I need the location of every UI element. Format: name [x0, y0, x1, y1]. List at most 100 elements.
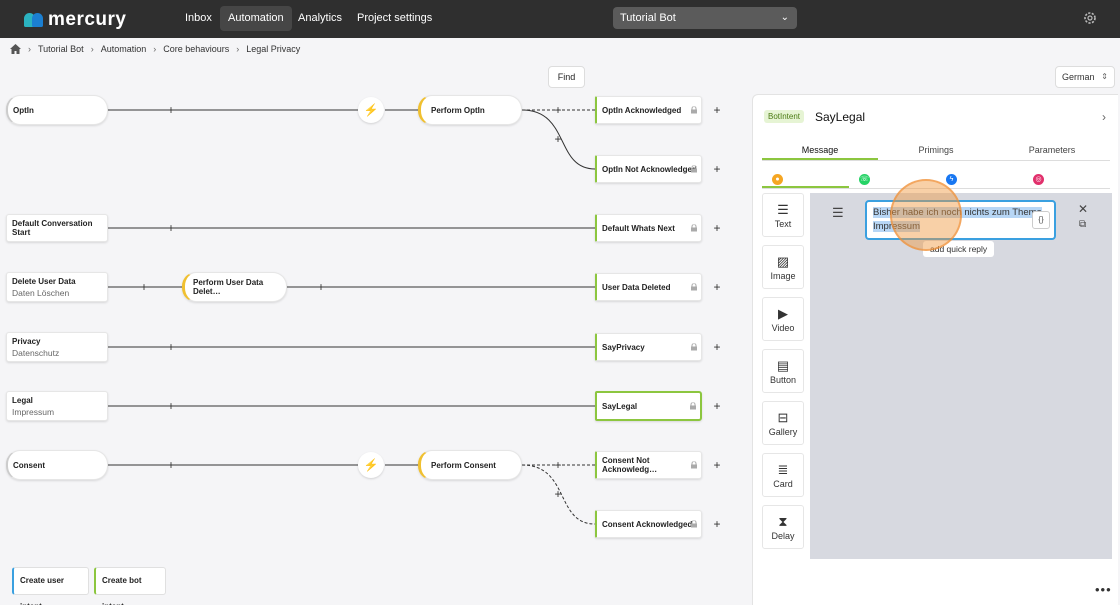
channel-tab-whatsapp[interactable]: ☏ [849, 172, 936, 188]
trigger-bolt-icon[interactable]: ⚡ [358, 452, 384, 478]
flow-connectors [108, 109, 596, 525]
node-title: Consent Acknowledged [602, 519, 693, 529]
create-bot-intent-button[interactable]: Create bot intent [94, 567, 166, 605]
chat-icon: ● [772, 174, 783, 185]
close-icon[interactable]: ✕ [1078, 202, 1089, 216]
bot-intent-user-data-deleted[interactable]: User Data Deleted [595, 273, 702, 301]
gear-icon[interactable] [1082, 10, 1098, 26]
gallery-icon: ⊟ [777, 410, 789, 425]
action-perform-consent[interactable]: Perform Consent [418, 450, 522, 480]
chevron-down-icon: ⌄ [780, 12, 789, 23]
bot-intent-consent-acknowledged[interactable]: Consent Acknowledged [595, 510, 702, 538]
add-connection-plus-icon[interactable]: + [554, 132, 562, 146]
add-connection-plus-icon[interactable]: + [167, 458, 175, 472]
add-connection-plus-icon[interactable]: + [317, 280, 325, 294]
add-connection-plus-icon[interactable]: + [167, 221, 175, 235]
node-title: SayPrivacy [602, 342, 645, 352]
node-title: Consent Not Acknowledg… [602, 456, 658, 474]
insert-variable-button[interactable]: {} [1032, 211, 1050, 229]
breadcrumb-bot[interactable]: Tutorial Bot [38, 44, 84, 54]
tool-label: Image [770, 271, 796, 281]
bot-intent-consent-not-acknowledged[interactable]: Consent Not Acknowledg… [595, 451, 702, 479]
bot-intent-optin-not-acknowledged[interactable]: OptIn Not Acknowledged [595, 155, 702, 183]
user-intent-privacy[interactable]: Privacy Datenschutz [6, 332, 108, 362]
channel-tab-messenger[interactable]: ϟ [936, 172, 1023, 188]
add-connection-plus-icon[interactable]: + [167, 399, 175, 413]
whatsapp-icon: ☏ [859, 174, 870, 185]
add-connection-plus-icon[interactable]: + [167, 340, 175, 354]
tool-gallery[interactable]: ⊟ Gallery [762, 401, 804, 445]
breadcrumb-core-behaviours[interactable]: Core behaviours [163, 44, 230, 54]
create-user-intent-button[interactable]: Create user intent [12, 567, 89, 605]
user-intent-consent[interactable]: Consent [6, 450, 108, 480]
tool-label: Card [773, 479, 793, 489]
tab-message[interactable]: Message [762, 141, 878, 160]
language-select[interactable]: German ⇕ [1055, 66, 1115, 88]
bot-intent-optin-acknowledged[interactable]: OptIn Acknowledged [595, 96, 702, 124]
action-perform-optin[interactable]: Perform OptIn [418, 95, 522, 125]
tool-card[interactable]: ≣ Card [762, 453, 804, 497]
find-button[interactable]: Find [548, 66, 585, 88]
node-subtitle: Daten Löschen [12, 287, 70, 298]
trigger-bolt-icon[interactable]: ⚡ [358, 97, 384, 123]
add-connection-plus-icon[interactable]: + [713, 517, 721, 531]
node-title: OptIn [13, 105, 34, 115]
user-intent-default-conversation-start[interactable]: Default Conversation Start [6, 214, 108, 242]
breadcrumb-automation[interactable]: Automation [100, 44, 147, 54]
tool-button[interactable]: ▤ Button [762, 349, 804, 393]
lock-icon [691, 165, 697, 173]
add-connection-plus-icon[interactable]: + [167, 103, 175, 117]
add-connection-plus-icon[interactable]: + [713, 399, 721, 413]
user-intent-delete-user-data[interactable]: Delete User Data Daten Löschen [6, 272, 108, 302]
node-title: Privacy [12, 336, 41, 346]
tool-delay[interactable]: ⧗ Delay [762, 505, 804, 549]
collapse-panel-chevron-icon[interactable]: › [1102, 110, 1106, 124]
add-connection-plus-icon[interactable]: + [713, 340, 721, 354]
home-icon[interactable] [10, 44, 21, 54]
bot-select[interactable]: Tutorial Bot ⌄ [613, 7, 797, 29]
tab-parameters[interactable]: Parameters [1028, 145, 1076, 155]
add-connection-plus-icon[interactable]: + [140, 280, 148, 294]
node-title: User Data Deleted [602, 282, 671, 292]
panel-tabs: Message Primings Parameters [762, 141, 1110, 161]
bot-intent-saylegal[interactable]: SayLegal [595, 391, 702, 421]
drag-handle-lines-icon[interactable]: ☰ [832, 205, 844, 220]
add-connection-plus-icon[interactable]: + [713, 458, 721, 472]
channel-tab-chat[interactable]: ● [762, 172, 849, 188]
add-connection-plus-icon[interactable]: + [554, 458, 562, 472]
tool-label: Text [774, 219, 792, 229]
node-title: SayLegal [602, 401, 638, 411]
bot-intent-default-whats-next[interactable]: Default Whats Next [595, 214, 702, 242]
add-connection-plus-icon[interactable]: + [713, 280, 721, 294]
add-connection-plus-icon[interactable]: + [554, 103, 562, 117]
user-intent-optin[interactable]: OptIn [6, 95, 108, 125]
language-value: German [1062, 72, 1095, 82]
add-connection-plus-icon[interactable]: + [554, 487, 562, 501]
add-connection-plus-icon[interactable]: + [713, 103, 721, 117]
intent-detail-panel: BotIntent SayLegal › Message Primings Pa… [752, 94, 1118, 605]
card-icon: ≣ [777, 462, 789, 477]
add-connection-plus-icon[interactable]: + [713, 221, 721, 235]
brand-logo[interactable]: mercury [24, 9, 127, 31]
lock-icon [691, 343, 697, 351]
nav-analytics[interactable]: Analytics [298, 12, 343, 24]
more-options-icon[interactable]: ••• [1095, 582, 1112, 597]
nav-project-settings[interactable]: Project settings [357, 12, 433, 24]
brand-name: mercury [48, 9, 127, 30]
bot-intent-sayprivacy[interactable]: SayPrivacy [595, 333, 702, 361]
tool-video[interactable]: ▶ Video [762, 297, 804, 341]
channel-tab-instagram[interactable]: ◎ [1023, 172, 1110, 188]
chevron-updown-icon: ⇕ [1101, 72, 1108, 81]
tool-text[interactable]: ☰ Text [762, 193, 804, 237]
add-connection-plus-icon[interactable]: + [713, 162, 721, 176]
text-lines-icon: ☰ [777, 202, 789, 217]
tool-image[interactable]: ▨ Image [762, 245, 804, 289]
node-title: Default Conversation Start [12, 219, 93, 237]
user-intent-legal[interactable]: Legal Impressum [6, 391, 108, 421]
tool-label: Gallery [768, 427, 798, 437]
action-perform-user-data-delete[interactable]: Perform User Data Delet… [182, 272, 287, 302]
nav-inbox[interactable]: Inbox [185, 12, 212, 24]
nav-automation[interactable]: Automation [220, 6, 292, 31]
copy-icon[interactable]: ⧉ [1079, 219, 1087, 230]
tab-primings[interactable]: Primings [918, 145, 954, 155]
